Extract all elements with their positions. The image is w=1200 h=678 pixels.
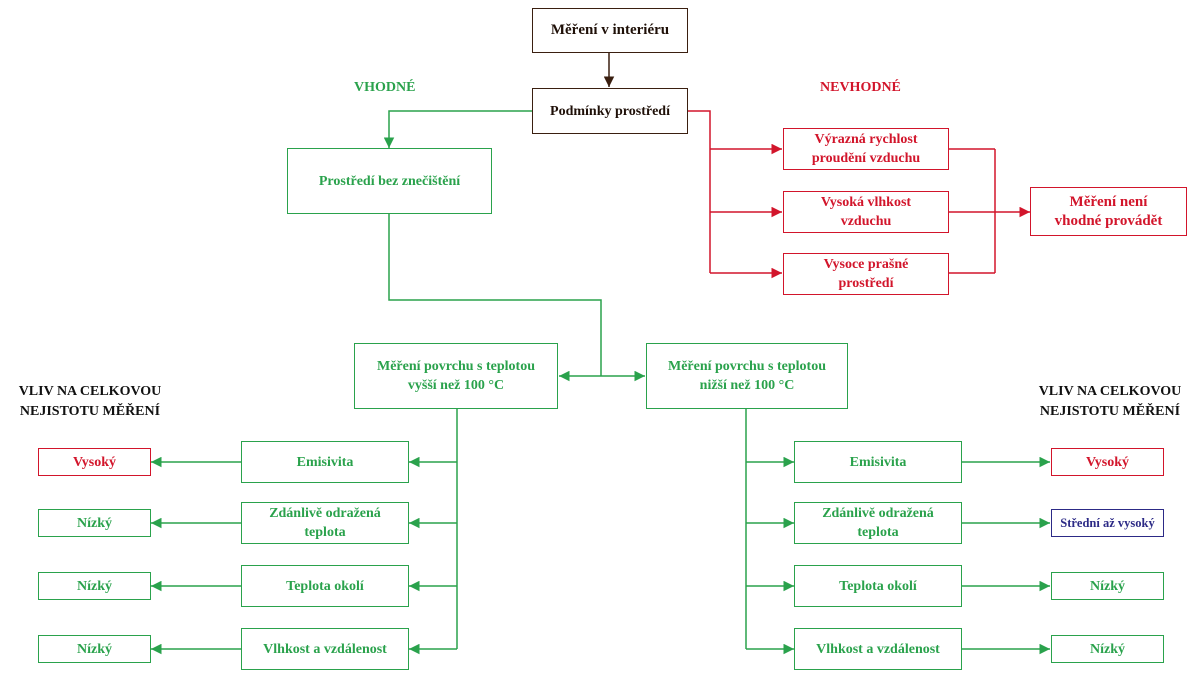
left-result-1: Vysoký xyxy=(38,448,151,476)
left-factor-emissivity: Emisivita xyxy=(241,441,409,483)
title-box: Měření v interiéru xyxy=(532,8,688,53)
right-factor-ambient-temperature: Teplota okolí xyxy=(794,565,962,607)
left-factor-humidity-distance: Vlhkost a vzdálenost xyxy=(241,628,409,670)
right-result-4: Nízký xyxy=(1051,635,1164,663)
arrow-conditions-to-clean xyxy=(383,110,532,148)
right-result-3: Nízký xyxy=(1051,572,1164,600)
clean-environment-box: Prostředí bez znečištění xyxy=(287,148,492,214)
right-result-2: Střední až vysoký xyxy=(1051,509,1164,537)
left-result-4: Nízký xyxy=(38,635,151,663)
label-unsuitable: NEVHODNÉ xyxy=(820,80,901,95)
left-result-3: Nízký xyxy=(38,572,151,600)
left-factor-ambient-temperature: Teplota okolí xyxy=(241,565,409,607)
conditions-box: Podmínky prostředí xyxy=(532,88,688,134)
line-conditions-red-trunk xyxy=(687,110,711,273)
line-clean-to-split xyxy=(388,214,602,376)
right-factor-humidity-distance: Vlhkost a vzdálenost xyxy=(794,628,962,670)
left-result-2: Nízký xyxy=(38,509,151,537)
right-factor-emissivity: Emisivita xyxy=(794,441,962,483)
right-result-1: Vysoký xyxy=(1051,448,1164,476)
label-suitable: VHODNÉ xyxy=(354,80,416,95)
